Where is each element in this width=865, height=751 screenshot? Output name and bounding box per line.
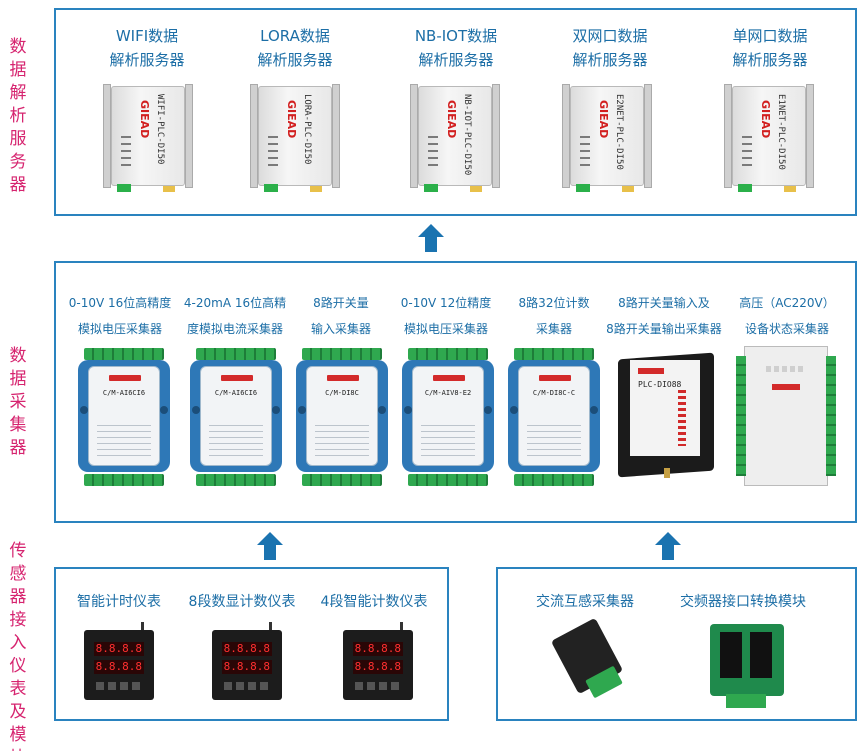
collector-caption-line1: 高压（AC220V） [739,296,835,310]
server-caption-line1: 单网口数据 [732,27,808,45]
device-brand: GIEAD [597,100,610,139]
server-caption: LORA数据 解析服务器 [240,24,350,72]
device-model: E1NET-PLC-DI50 [776,94,786,170]
server-caption-line1: LORA数据 [260,27,330,45]
device-brand: GIEAD [138,100,151,139]
device-brand: GIEAD [445,100,458,139]
device-model: C/M-AIV8-E2 [424,389,472,397]
device-model: C/M-DI8C [325,389,359,397]
module-caption: 交流互感采集器 [520,592,650,612]
collector-caption-line2: 8路开关量输出采集器 [606,322,722,336]
module-caption: 交频器接口转换模块 [668,592,818,612]
meter-caption: 4段智能计数仪表 [310,592,438,612]
meter-label: 4段智能计数仪表 [320,594,428,610]
meter-readout: 8.8.8.8 [353,660,403,674]
module-label: 交流互感采集器 [536,594,634,610]
collector-caption-line1: 8路32位计数 [518,296,590,310]
up-arrow-icon [655,532,681,560]
servers-section-label: 数据解析服务器 [9,37,27,195]
collector-caption-line1: 8路开关量 [313,296,369,310]
collector-caption: 0-10V 16位高精度 模拟电压采集器 [60,290,180,342]
module-label: 交频器接口转换模块 [680,594,806,610]
collector-caption-line2: 模拟电压采集器 [403,322,488,336]
device-model: LORA-PLC-DI50 [302,94,312,165]
server-caption-line1: WIFI数据 [115,27,179,45]
collector-caption-line1: 4-20mA 16位高精 [183,296,287,310]
server-caption-line2: 解析服务器 [572,51,648,69]
collector-caption-line2: 采集器 [535,322,572,336]
server-caption: 单网口数据 解析服务器 [715,24,825,72]
ct-collector-device [550,617,630,710]
device-model: PLC-DIO88 [638,380,682,389]
device-model: WIFI-PLC-DI50 [155,94,165,165]
collector-caption: 0-10V 12位精度 模拟电压采集器 [390,290,502,342]
device-model: NB-IOT-PLC-DI50 [462,94,472,176]
collector-caption-line2: 模拟电压采集器 [77,322,162,336]
meter-readout: 8.8.8.8 [222,642,272,656]
collector-caption-line1: 8路开关量输入及 [618,296,710,310]
up-arrow-icon [257,532,283,560]
collector-caption-line1: 0-10V 16位高精度 [68,296,172,310]
collectors-section-label: 数据采集器 [9,346,27,458]
server-caption: 双网口数据 解析服务器 [555,24,665,72]
device-model: C/M-AI6CI6 [102,389,146,397]
nbiot-server-device: GIEAD NB-IOT-PLC-DI50 [410,80,500,192]
collector-caption-line2: 输入采集器 [310,322,371,336]
meter-caption: 8段数显计数仪表 [178,592,306,612]
collector-caption: 高压（AC220V） 设备状态采集器 [728,290,846,342]
counter-4digit-meter-device: 8.8.8.8 8.8.8.8 [343,622,413,702]
server-caption-line1: 双网口数据 [572,27,648,45]
server-caption: NB-IOT数据 解析服务器 [396,24,516,72]
meter-readout: 8.8.8.8 [353,642,403,656]
dio-collector-device: PLC-DIO88 [612,350,722,480]
meter-label: 8段数显计数仪表 [188,594,296,610]
meter-label: 智能计时仪表 [77,594,161,610]
server-caption-line2: 解析服务器 [418,51,494,69]
collector-caption: 8路开关量输入及 8路开关量输出采集器 [600,290,728,342]
device-model: E2NET-PLC-DI50 [614,94,624,170]
collector-caption: 4-20mA 16位高精 度模拟电流采集器 [176,290,294,342]
counter-8digit-meter-device: 8.8.8.8 8.8.8.8 [212,622,282,702]
vfd-interface-module-device [706,620,788,712]
current-16bit-collector-device: C/M-AI6CI6 [188,348,284,486]
server-caption-line2: 解析服务器 [257,51,333,69]
device-model: C/M-AI6CI6 [214,389,258,397]
device-model: C/M-DI8C-C [532,389,576,397]
timer-meter-device: 8.8.8.8 8.8.8.8 [84,622,154,702]
sensors-section-label: 传感器接入仪表及模块 [9,541,27,751]
server-caption-line1: NB-IOT数据 [414,27,498,45]
collector-caption: 8路32位计数 采集器 [506,290,602,342]
meter-readout: 8.8.8.8 [94,660,144,674]
server-caption-line2: 解析服务器 [109,51,185,69]
collector-caption-line2: 度模拟电流采集器 [186,322,283,336]
device-brand: GIEAD [285,100,298,139]
voltage-12bit-collector-device: C/M-AIV8-E2 [400,348,496,486]
collector-caption: 8路开关量 输入采集器 [298,290,384,342]
lora-server-device: GIEAD LORA-PLC-DI50 [250,80,340,192]
high-voltage-status-collector-device [736,346,836,486]
voltage-16bit-collector-device: C/M-AI6CI6 [76,348,172,486]
single-ethernet-server-device: GIEAD E1NET-PLC-DI50 [724,80,814,192]
digital-input-collector-device: C/M-DI8C [294,348,390,486]
wifi-server-device: GIEAD WIFI-PLC-DI50 [103,80,193,192]
server-caption-line2: 解析服务器 [732,51,808,69]
meter-caption: 智能计时仪表 [64,592,174,612]
meter-readout: 8.8.8.8 [94,642,144,656]
collector-caption-line2: 设备状态采集器 [744,322,829,336]
device-brand: GIEAD [759,100,772,139]
modules-panel [496,567,857,721]
collector-caption-line1: 0-10V 12位精度 [400,296,492,310]
up-arrow-icon [418,224,444,252]
counter-collector-device: C/M-DI8C-C [506,348,602,486]
meter-readout: 8.8.8.8 [222,660,272,674]
server-caption: WIFI数据 解析服务器 [92,24,202,72]
dual-ethernet-server-device: GIEAD E2NET-PLC-DI50 [562,80,652,192]
